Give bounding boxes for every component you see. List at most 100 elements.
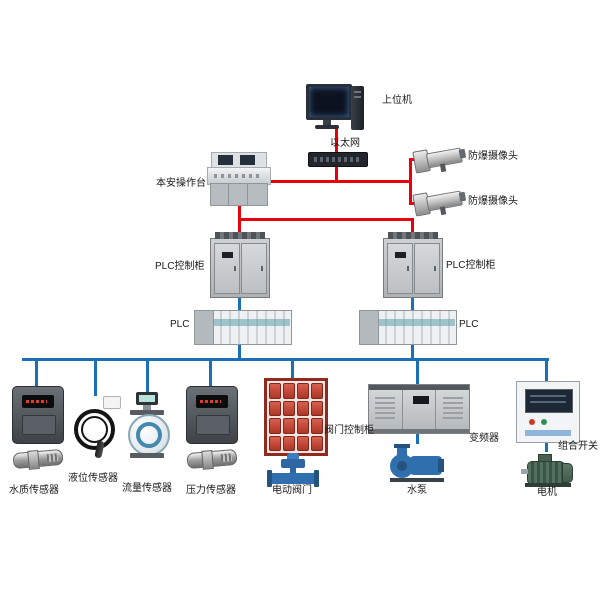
sensor-display bbox=[22, 395, 54, 408]
red-button-icon bbox=[529, 419, 535, 425]
intrinsically-safe-console bbox=[207, 152, 271, 206]
valve-control-cabinet bbox=[264, 378, 328, 456]
blue-line-switch-to-motor bbox=[545, 441, 548, 452]
console-screen bbox=[240, 155, 255, 165]
cabinet-door bbox=[214, 243, 240, 294]
switch-label-strip bbox=[525, 430, 571, 436]
water-quality-sensor-box bbox=[12, 386, 64, 444]
label-water-quality: 水质传感器 bbox=[9, 485, 59, 496]
flowmeter-display bbox=[136, 392, 158, 405]
explosion-proof-camera-top bbox=[412, 141, 470, 178]
inverter-cabinet bbox=[368, 384, 470, 434]
blue-drop-pressure bbox=[209, 358, 212, 386]
camera-tail bbox=[458, 191, 467, 202]
plc-rack-left bbox=[194, 310, 292, 345]
blue-drop-level bbox=[94, 358, 97, 396]
inverter-base bbox=[369, 429, 469, 433]
blue-drop-water-quality bbox=[35, 358, 38, 386]
blue-line-inverter-to-pump bbox=[416, 432, 419, 444]
electric-valve bbox=[267, 453, 319, 487]
monitor-base bbox=[315, 125, 339, 129]
label-console: 本安操作台 bbox=[156, 178, 206, 189]
blue-line-plc-right-to-bus bbox=[411, 343, 414, 360]
red-line-cabinet-bus bbox=[238, 218, 414, 221]
green-button-icon bbox=[541, 419, 547, 425]
blue-drop-valve-cabinet bbox=[291, 358, 294, 378]
console-base bbox=[210, 183, 268, 206]
red-line-to-right-cabinet bbox=[411, 218, 414, 238]
label-valve: 电动阀门 bbox=[272, 485, 312, 496]
label-plc-cabinet-right: PLC控制柜 bbox=[446, 260, 496, 271]
monitor-stand bbox=[323, 120, 331, 125]
combination-switch-cabinet bbox=[516, 381, 580, 443]
label-camera-top: 防爆摄像头 bbox=[468, 151, 518, 162]
pressure-sensor-box bbox=[186, 386, 238, 444]
water-quality-probe bbox=[12, 448, 64, 470]
blue-drop-flow bbox=[146, 358, 149, 392]
inverter-top-strip bbox=[369, 385, 469, 390]
label-combo-switch: 组合开关 bbox=[558, 441, 598, 452]
level-sensor-box bbox=[103, 396, 121, 409]
label-camera-bottom: 防爆摄像头 bbox=[468, 196, 518, 207]
label-motor: 电机 bbox=[537, 487, 557, 498]
inverter-divider bbox=[402, 390, 403, 429]
label-inverter: 变频器 bbox=[469, 433, 499, 444]
cabinet-top-components bbox=[388, 232, 438, 239]
flow-sensor bbox=[125, 392, 170, 460]
flowmeter-flange-bottom bbox=[130, 453, 164, 458]
motor-end-bell bbox=[562, 463, 573, 483]
label-plc-cabinet-left: PLC控制柜 bbox=[155, 261, 205, 272]
red-line-console-to-cameras bbox=[267, 180, 412, 183]
inverter-display bbox=[413, 396, 429, 404]
red-line-host-to-switch bbox=[335, 126, 338, 154]
explosion-proof-camera-bottom bbox=[412, 184, 470, 221]
label-plc-right: PLC bbox=[459, 319, 479, 330]
motor-shaft bbox=[521, 469, 528, 474]
label-level: 液位传感器 bbox=[68, 473, 118, 484]
flowmeter-flange-top bbox=[130, 410, 164, 415]
cabinet-top-components bbox=[215, 232, 265, 239]
blue-line-plc-left-to-bus bbox=[238, 343, 241, 360]
blue-drop-combo-switch bbox=[545, 358, 548, 381]
blue-line-cabinet-to-plc-left bbox=[238, 296, 241, 312]
blue-drop-inverter bbox=[416, 358, 419, 384]
blue-field-bus bbox=[22, 358, 549, 361]
red-line-camera-riser bbox=[409, 158, 412, 205]
sensor-panel bbox=[196, 415, 230, 435]
ethernet-switch bbox=[308, 152, 368, 167]
camera-tail bbox=[458, 148, 467, 159]
cabinet-door bbox=[387, 243, 413, 294]
cabinet-display bbox=[222, 252, 233, 258]
label-flow: 流量传感器 bbox=[122, 483, 172, 494]
label-plc-left: PLC bbox=[170, 319, 190, 330]
flowmeter-body bbox=[128, 414, 170, 456]
flowmeter-neck bbox=[143, 405, 151, 410]
host-computer bbox=[306, 84, 366, 132]
label-ethernet: 以太网 bbox=[330, 138, 360, 149]
motor bbox=[521, 452, 575, 488]
label-valve-cabinet: 阀门控制柜 bbox=[324, 425, 374, 436]
label-pump: 水泵 bbox=[407, 485, 427, 496]
cabinet-door bbox=[241, 243, 267, 294]
inverter-vent bbox=[375, 397, 395, 421]
pressure-probe bbox=[186, 448, 238, 470]
inverter-vent bbox=[443, 397, 463, 421]
level-sensor-cable-coil bbox=[74, 409, 115, 450]
switch-window bbox=[525, 389, 573, 413]
blue-line-cabinet-to-plc-right bbox=[411, 296, 414, 312]
inverter-divider bbox=[435, 390, 436, 429]
valve-coil-grid bbox=[269, 383, 323, 451]
red-line-switch-down bbox=[335, 165, 338, 183]
motor-base bbox=[525, 483, 571, 487]
label-host: 上位机 bbox=[382, 95, 412, 106]
cabinet-door bbox=[414, 243, 440, 294]
water-pump bbox=[390, 444, 444, 482]
plc-cabinet-right bbox=[383, 232, 443, 298]
motor-body bbox=[527, 461, 565, 485]
level-sensor bbox=[72, 396, 122, 460]
sensor-panel bbox=[22, 415, 56, 435]
plc-cabinet-left bbox=[210, 232, 270, 298]
computer-tower bbox=[351, 86, 364, 130]
sensor-display bbox=[196, 395, 228, 408]
